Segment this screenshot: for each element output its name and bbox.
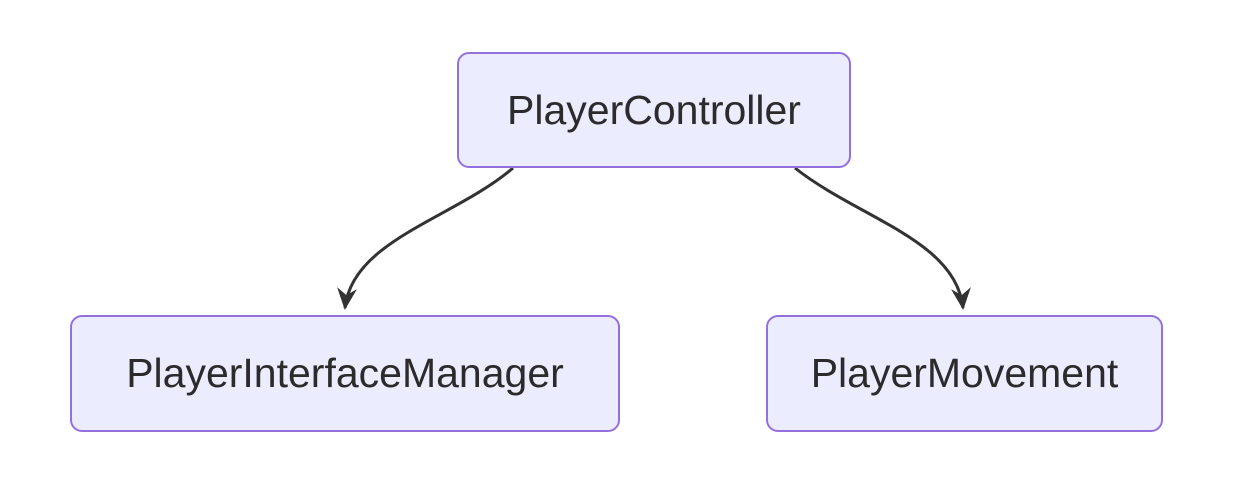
edge-playercontroller-to-playerinterfacemanager bbox=[337, 166, 514, 310]
edge-playercontroller-to-playermovement bbox=[794, 166, 971, 310]
node-playerinterfacemanager: PlayerInterfaceManager bbox=[70, 315, 620, 432]
node-playercontroller: PlayerController bbox=[457, 52, 851, 168]
node-playermovement: PlayerMovement bbox=[766, 315, 1163, 432]
node-playermovement-label: PlayerMovement bbox=[810, 350, 1119, 396]
node-playercontroller-label: PlayerController bbox=[507, 86, 801, 133]
node-playerinterfacemanager-label: PlayerInterfaceManager bbox=[126, 350, 564, 396]
